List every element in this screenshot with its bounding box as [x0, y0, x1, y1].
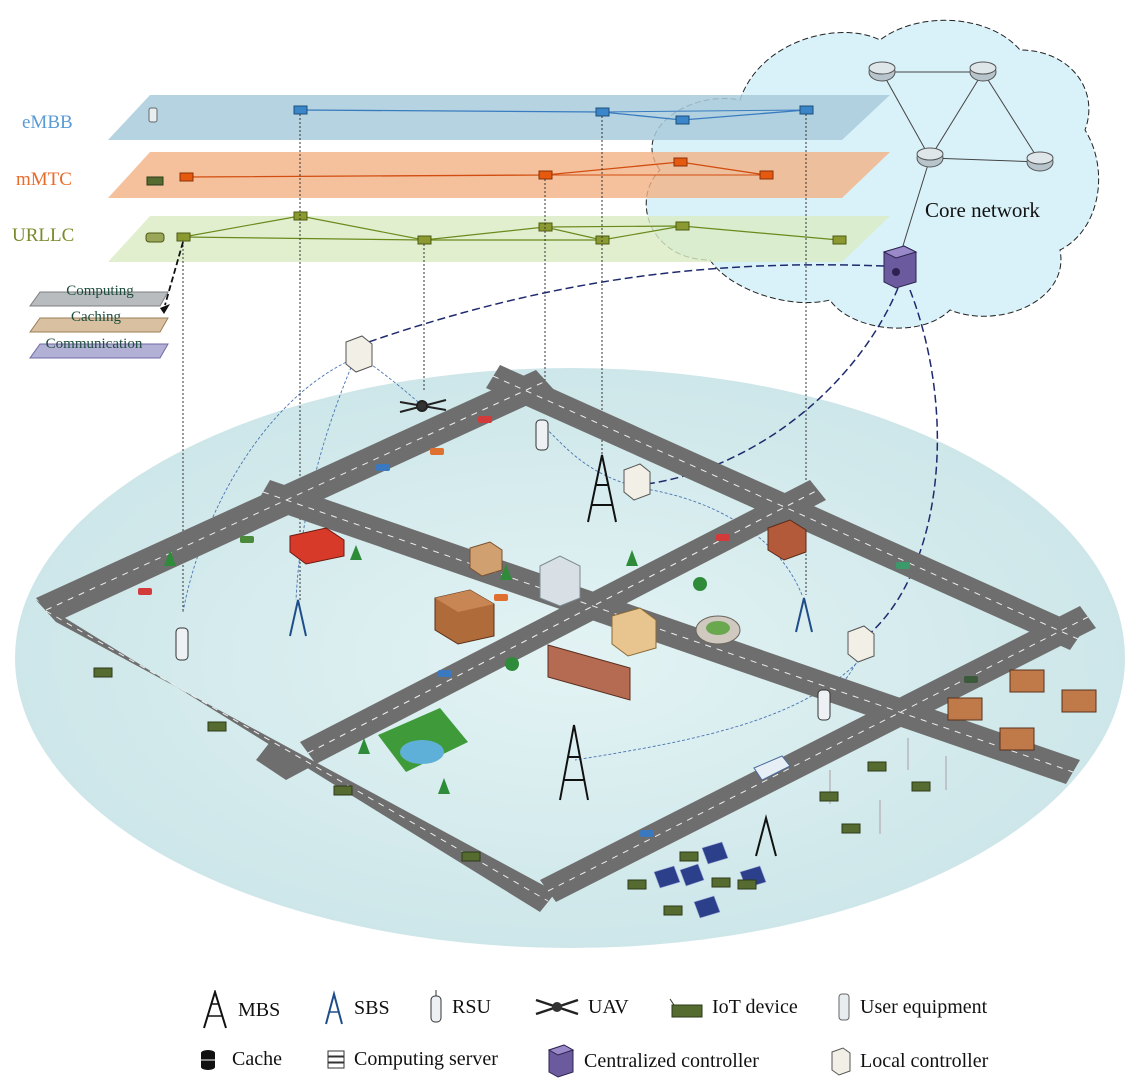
- user-equipment-icon: [148, 107, 158, 123]
- legend-item-user-equipment: User equipment: [836, 992, 987, 1022]
- urllc-plane: [108, 216, 890, 262]
- cars: [138, 416, 978, 837]
- legend-item-iot-device: IoT device: [668, 996, 798, 1019]
- core-network-label: Core network: [925, 198, 1040, 222]
- router-icon: [868, 61, 896, 82]
- mmtc-slice-links: [185, 161, 767, 178]
- legend-label: Cache: [232, 1048, 282, 1070]
- building-icon: [767, 519, 807, 561]
- local-controller-icon: [345, 335, 373, 373]
- mbs-icon: [559, 724, 589, 801]
- building-icon: [469, 541, 503, 577]
- iot-devices: [93, 667, 931, 916]
- centralized-controller-icon: [882, 245, 918, 289]
- gas-station-icon: [289, 527, 345, 565]
- legend-item-computing-server: Computing server: [326, 1048, 498, 1071]
- legend-label: User equipment: [860, 995, 988, 1018]
- rsu-icon: [535, 419, 549, 451]
- factory-icon: [1061, 689, 1097, 713]
- building-icon: [539, 555, 581, 607]
- sbs-icon: [755, 814, 777, 857]
- legend-item-centralized-controller: Centralized controller: [546, 1044, 759, 1078]
- rsu-icon: [430, 990, 442, 1023]
- legend-label: IoT device: [712, 996, 798, 1018]
- houses-icon: [547, 644, 631, 701]
- legend-label: Computing server: [354, 1048, 498, 1070]
- legend-item-rsu: RSU: [428, 990, 491, 1024]
- resource-caching-label: Caching: [71, 309, 121, 325]
- uav-icon: [535, 998, 579, 1016]
- car-icon: [145, 232, 165, 243]
- embb-slice-links: [299, 109, 807, 121]
- resource-computing-label: Computing: [66, 283, 134, 299]
- router-icon: [916, 147, 944, 168]
- resource-communication-label: Communication: [45, 336, 143, 352]
- solar-panels: [653, 841, 767, 919]
- slice-label-embb: eMBB: [22, 112, 73, 133]
- legend-item-uav: UAV: [534, 994, 629, 1020]
- sbs-icon: [325, 990, 343, 1025]
- sbs-icon: [795, 597, 813, 633]
- embb-nodes: [293, 105, 814, 125]
- legend-label: MBS: [238, 998, 281, 1021]
- legend-label: UAV: [588, 995, 629, 1018]
- factory-icon: [947, 697, 983, 721]
- cache-icon: [201, 1049, 215, 1070]
- sbs-icon: [289, 599, 307, 637]
- router-icon: [969, 61, 997, 82]
- uav-icon: [399, 399, 447, 413]
- legend-item-cache: Cache: [200, 1048, 282, 1071]
- iot-device-icon: [146, 176, 164, 186]
- computing-server-icon: [327, 1050, 345, 1068]
- core-network-links: [881, 71, 1041, 263]
- slice-label-urllc: URLLC: [12, 225, 75, 246]
- resource-stack: [29, 291, 169, 359]
- legend-label: SBS: [354, 996, 390, 1019]
- park: [378, 708, 468, 772]
- legend-label: Local controller: [860, 1049, 989, 1072]
- trees: [164, 545, 707, 794]
- building-icon: [611, 607, 657, 657]
- factory-icon: [999, 727, 1035, 751]
- slice-label-mmtc: mMTC: [16, 169, 72, 190]
- mbs-icon: [587, 454, 617, 523]
- centralized-controller-icon: [547, 1044, 575, 1078]
- legend-label: Centralized controller: [584, 1049, 759, 1072]
- user-equipment-icon: [838, 993, 850, 1021]
- core-routers: [868, 61, 1054, 172]
- mmtc-nodes: [179, 157, 774, 182]
- router-icon: [1026, 151, 1054, 172]
- embb-plane: [108, 95, 890, 140]
- buildings: [289, 519, 1097, 751]
- factory-icon: [1009, 669, 1045, 693]
- building-icon: [434, 589, 495, 645]
- stadium-icon: [695, 615, 741, 645]
- legend-item-local-controller: Local controller: [830, 1046, 988, 1076]
- local-controller-icon: [831, 1047, 851, 1076]
- mbs-icon: [203, 990, 227, 1029]
- legend-item-sbs: SBS: [322, 990, 390, 1026]
- rsu-icon: [175, 627, 189, 661]
- legend-item-mbs: MBS: [200, 990, 280, 1030]
- local-controller-icon: [623, 463, 651, 501]
- urllc-resource-arrow: [164, 241, 184, 306]
- bus-icon: [753, 755, 791, 781]
- rsu-icon: [817, 689, 831, 721]
- legend-label: RSU: [452, 995, 491, 1018]
- iot-device-icon: [669, 998, 703, 1017]
- local-controller-icon: [847, 625, 875, 663]
